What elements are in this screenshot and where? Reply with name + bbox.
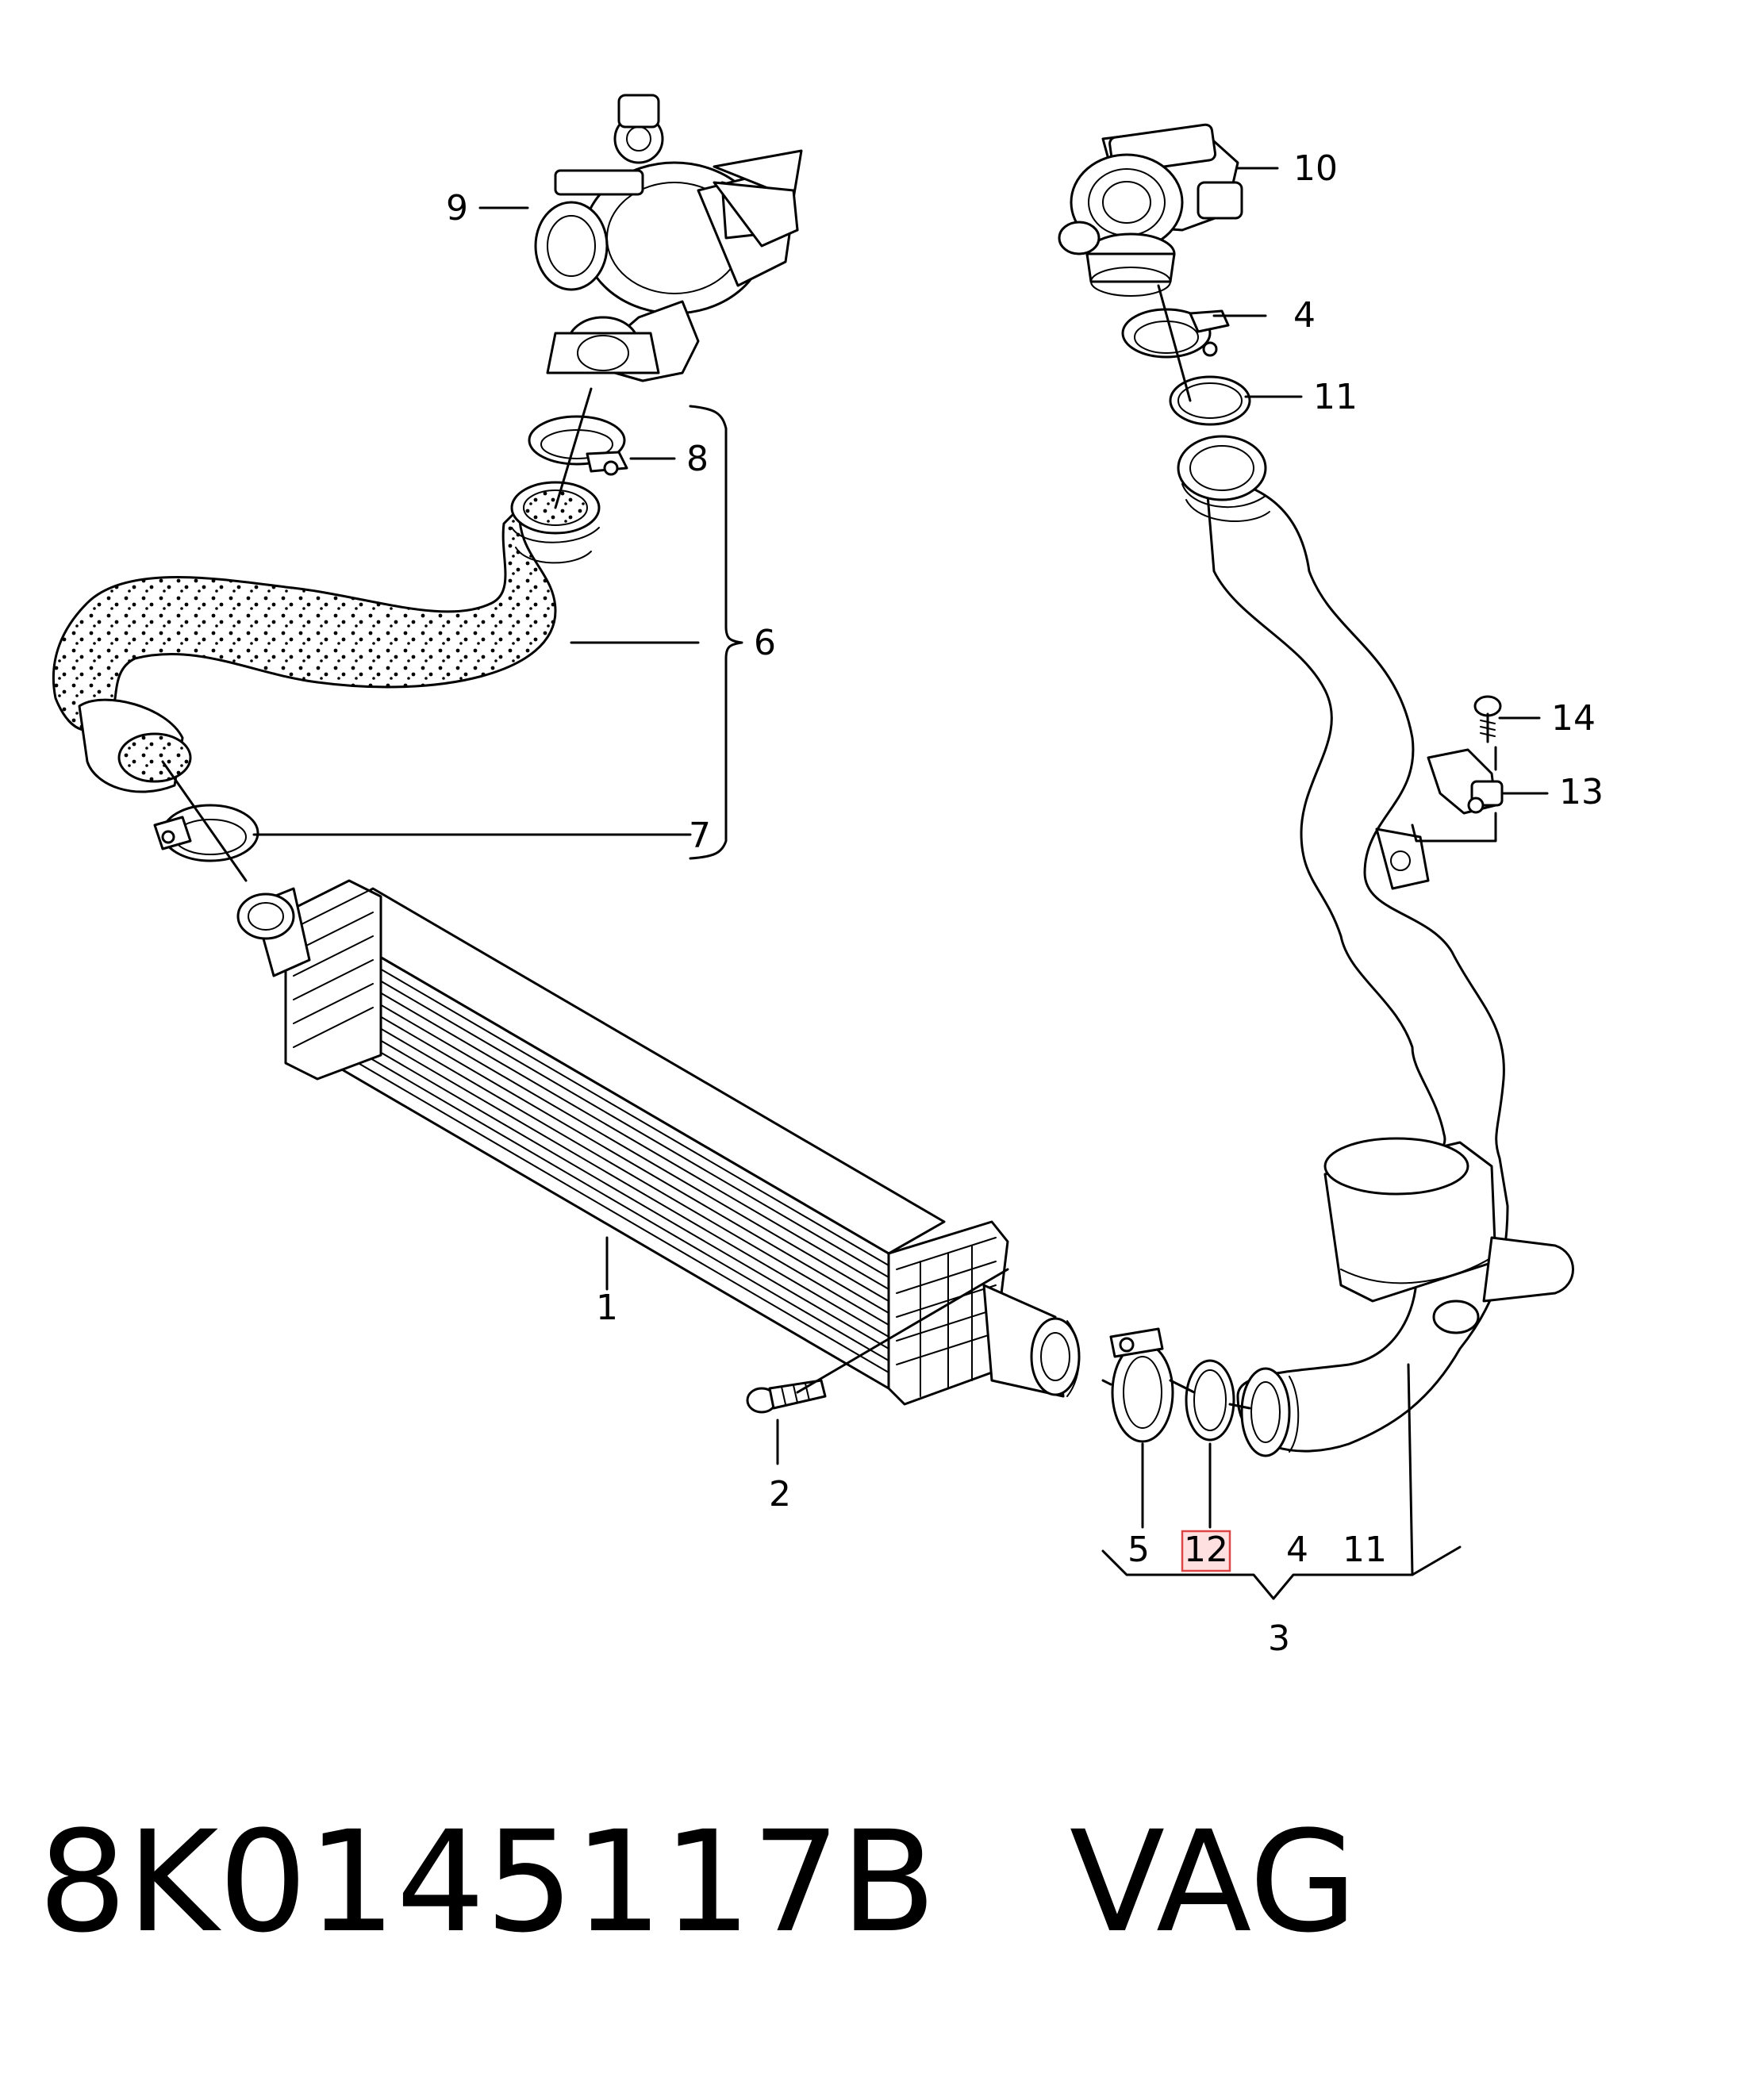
callout-9: 9 bbox=[446, 188, 468, 228]
callout-12: 12 bbox=[1184, 1530, 1228, 1570]
throttle-body bbox=[1058, 123, 1243, 297]
pressure-pipe-right bbox=[1177, 435, 1574, 1457]
intercooler bbox=[236, 879, 1081, 1406]
callout-8: 8 bbox=[686, 439, 709, 479]
callout-5: 5 bbox=[1127, 1530, 1150, 1570]
callout-7: 7 bbox=[689, 816, 711, 856]
clamp-8 bbox=[528, 415, 628, 476]
callout-12-highlight bbox=[1181, 1530, 1231, 1572]
callout-6: 6 bbox=[754, 623, 776, 663]
pressure-sensor bbox=[1427, 748, 1504, 815]
callout-4-top: 4 bbox=[1293, 295, 1316, 336]
callout-3: 3 bbox=[1268, 1618, 1290, 1659]
callout-14: 14 bbox=[1551, 698, 1596, 739]
hose-dotted bbox=[52, 481, 601, 793]
callout-13: 13 bbox=[1559, 772, 1604, 812]
clamp-7 bbox=[153, 804, 259, 862]
callout-labels: 9 10 4 11 8 6 7 14 13 1 2 5 12 4 11 3 bbox=[446, 148, 1604, 1659]
part-number: 8K0145117B bbox=[38, 1801, 936, 1964]
callout-10: 10 bbox=[1293, 148, 1338, 189]
brand-name: VAG bbox=[1069, 1801, 1358, 1964]
callout-11-bottom: 11 bbox=[1343, 1530, 1387, 1570]
leader-lines bbox=[161, 167, 1549, 1600]
callout-2: 2 bbox=[769, 1474, 791, 1515]
o-ring-top bbox=[1169, 375, 1251, 426]
turbocharger bbox=[534, 94, 803, 382]
callout-4-bottom: 4 bbox=[1286, 1530, 1308, 1570]
callout-1: 1 bbox=[596, 1288, 618, 1328]
callout-11-top: 11 bbox=[1313, 377, 1358, 417]
screw-2 bbox=[746, 1379, 827, 1414]
clamp-top bbox=[1121, 308, 1230, 359]
clamp-5 bbox=[1109, 1327, 1174, 1443]
part-number-caption: 8K0145117B VAG bbox=[38, 1813, 1358, 1952]
screw-14 bbox=[1473, 695, 1502, 743]
